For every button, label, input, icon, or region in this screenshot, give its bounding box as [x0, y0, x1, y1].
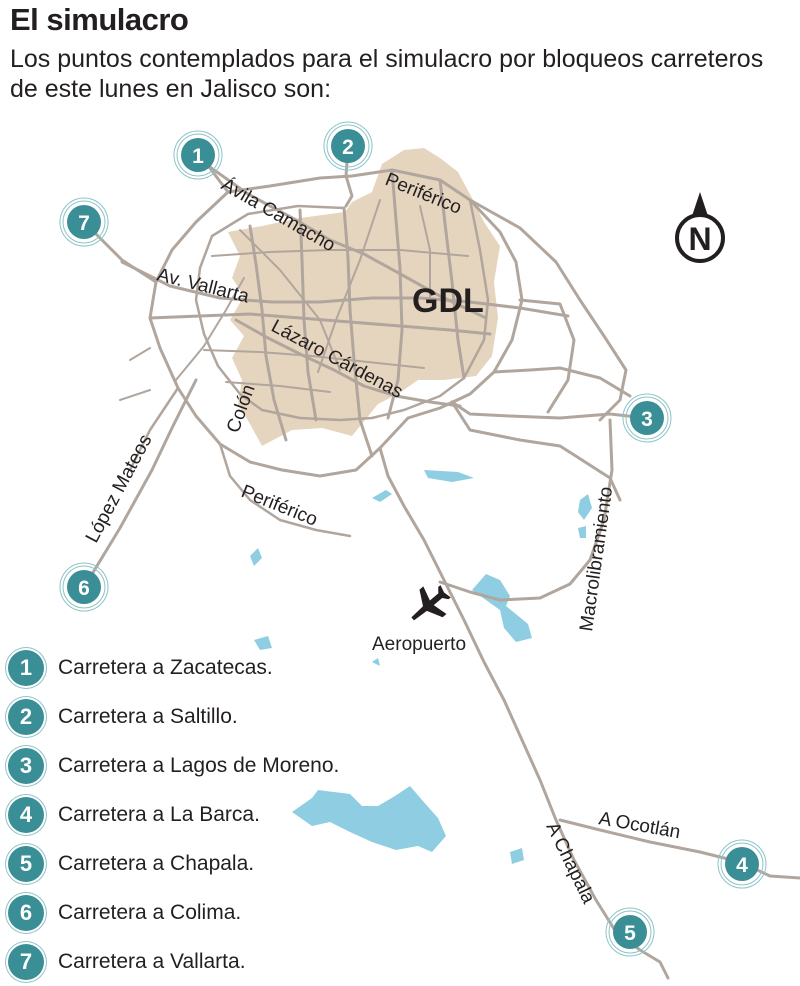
marker-1: 1	[173, 130, 223, 180]
marker-3: 3	[622, 393, 672, 443]
urban-area	[228, 148, 500, 446]
legend-badge: 1	[8, 649, 44, 686]
road-network	[82, 146, 800, 980]
legend-item: 3 Carretera a Lagos de Moreno.	[8, 741, 339, 790]
airplane-icon	[411, 585, 451, 621]
svg-text:4: 4	[736, 854, 748, 877]
pond-airport	[472, 574, 532, 642]
highway-ocotlan	[558, 818, 800, 880]
pond-1	[424, 470, 474, 482]
svg-text:7: 7	[78, 212, 90, 235]
marker-2: 2	[323, 121, 373, 171]
legend-text: Carretera a Saltillo.	[58, 704, 238, 728]
compass-icon: N	[675, 192, 725, 263]
legend-badge: 2	[8, 698, 44, 735]
lake-chapala-area	[292, 786, 446, 852]
legend-badge: 6	[8, 894, 44, 931]
legend-badge: 7	[8, 943, 44, 980]
highway-chapala	[378, 446, 670, 980]
legend-item: 5 Carretera a Chapala.	[8, 839, 339, 888]
periferico-ring	[148, 168, 524, 478]
legend-text: Carretera a Colima.	[58, 900, 242, 924]
macrolibramiento-road	[438, 418, 614, 602]
marker-4: 4	[717, 839, 767, 889]
legend-text: Carretera a Chapala.	[58, 851, 255, 875]
legend-text: Carretera a Vallarta.	[58, 949, 246, 973]
svg-text:1: 1	[192, 145, 204, 168]
page-title: El simulacro	[10, 2, 189, 37]
legend-text: Carretera a Lagos de Moreno.	[58, 753, 340, 777]
legend-item: 6 Carretera a Colima.	[8, 888, 339, 937]
legend-item: 4 Carretera a La Barca.	[8, 790, 339, 839]
pond-6	[578, 526, 586, 538]
pond-7	[510, 848, 524, 864]
legend-item: 7 Carretera a Vallarta.	[8, 937, 339, 986]
pond-3	[250, 548, 262, 566]
svg-text:3: 3	[641, 408, 653, 431]
city-label-gdl: GDL	[412, 282, 484, 320]
pond-5	[578, 494, 592, 520]
label-a-chapala: A Chapala	[542, 819, 600, 907]
pond-8	[372, 658, 380, 666]
svg-text:N: N	[688, 221, 711, 257]
legend: 1 Carretera a Zacatecas. 2 Carretera a S…	[8, 643, 339, 986]
pond-4	[254, 636, 272, 650]
water-bodies	[250, 470, 592, 864]
svg-text:5: 5	[624, 922, 636, 945]
road-to-6	[84, 378, 198, 586]
legend-text: Carretera a Zacatecas.	[58, 655, 273, 679]
marker-6: 6	[59, 562, 109, 612]
legend-text: Carretera a La Barca.	[58, 802, 260, 826]
road-to-3	[450, 400, 648, 420]
pond-2	[372, 490, 392, 502]
legend-item: 2 Carretera a Saltillo.	[8, 692, 339, 741]
marker-5: 5	[605, 907, 655, 957]
marker-7: 7	[59, 197, 109, 247]
legend-item: 1 Carretera a Zacatecas.	[8, 643, 339, 692]
page-subtitle: Los puntos contemplados para el simulacr…	[10, 45, 764, 103]
label-periferico-s: Periférico	[238, 481, 320, 531]
legend-badge: 3	[8, 747, 44, 784]
svg-text:2: 2	[342, 136, 354, 159]
route-markers: 1 2 3 4 5 6 7	[59, 121, 767, 957]
legend-badge: 4	[8, 796, 44, 833]
svg-text:6: 6	[78, 577, 90, 600]
legend-badge: 5	[8, 845, 44, 882]
label-aeropuerto: Aeropuerto	[372, 634, 466, 655]
